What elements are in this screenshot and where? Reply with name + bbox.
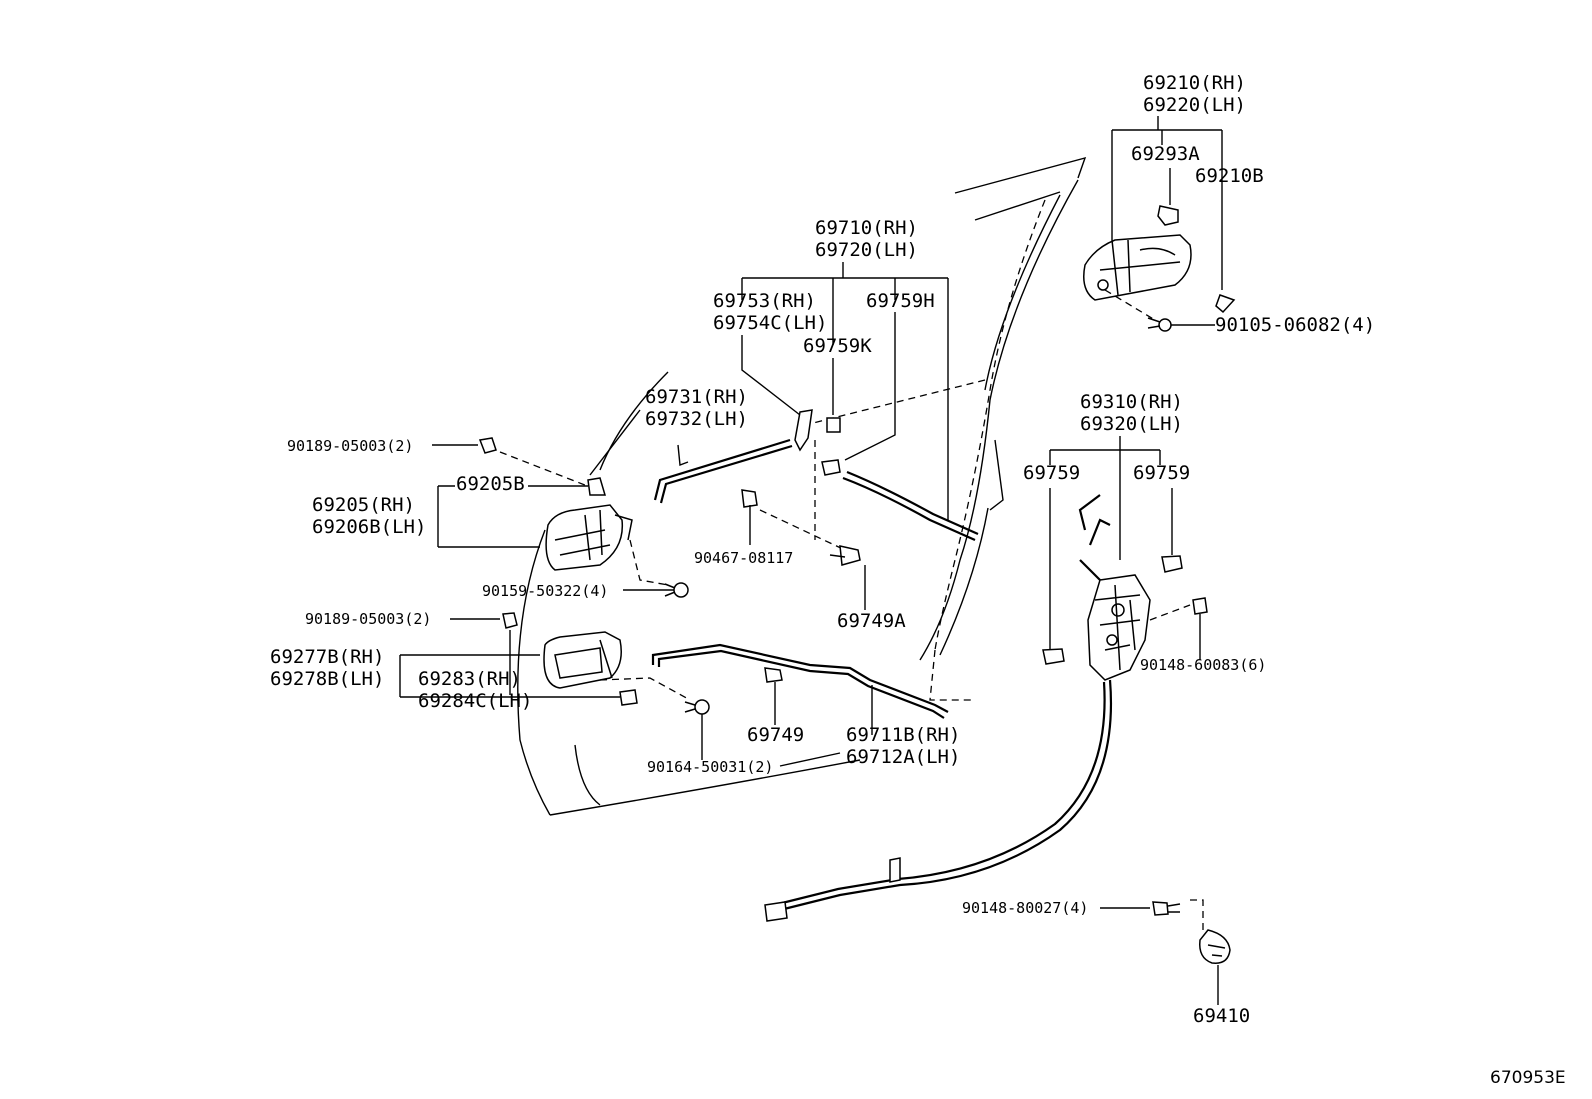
- inside-handle-69205: [545, 504, 624, 571]
- screw-90164: [694, 699, 710, 715]
- clip-69759H: [821, 459, 841, 476]
- cover-69283: [619, 689, 638, 706]
- outside-handle-69210: [1083, 234, 1192, 301]
- door-lock-assembly: 69310(RH) 69320(LH) 69759 69759 90148-60…: [764, 391, 1266, 922]
- label-90148-b: 90148-80027(4): [962, 899, 1088, 917]
- clip-90467: [741, 489, 758, 508]
- label-69759H: 69759H: [866, 290, 935, 312]
- label-69759K: 69759K: [803, 335, 872, 357]
- clip-90189-b: [502, 612, 518, 629]
- pad-69210B: [1215, 294, 1236, 314]
- pin-69205B: [587, 477, 607, 496]
- label-69320: 69320(LH): [1080, 413, 1183, 435]
- label-69731: 69731(RH): [645, 386, 748, 408]
- clip-69759-a: [1042, 648, 1065, 665]
- screw-90148-a: [1192, 597, 1208, 615]
- label-69283: 69283(RH): [418, 668, 521, 690]
- label-69206B: 69206B(LH): [312, 516, 426, 538]
- bolt-90105: [1158, 318, 1172, 332]
- outside-handle-assembly: 69210(RH) 69220(LH) 69293A 69210B 90105-…: [1083, 72, 1375, 336]
- label-69210: 69210(RH): [1143, 72, 1246, 94]
- label-69759-a: 69759: [1023, 462, 1080, 484]
- inside-handle-assembly: 90189-05003(2) 69205B 69205(RH) 69206B(L…: [287, 437, 689, 600]
- label-69205B: 69205B: [456, 473, 525, 495]
- label-90105: 90105-06082(4): [1215, 314, 1375, 336]
- clip-69293A: [1157, 205, 1179, 226]
- clips-middle: 90467-08117 69749A: [694, 489, 906, 632]
- label-69277B: 69277B(RH): [270, 646, 384, 668]
- label-69220: 69220(LH): [1143, 94, 1246, 116]
- label-90189-b: 90189-05003(2): [305, 610, 431, 628]
- label-69205: 69205(RH): [312, 494, 415, 516]
- label-69293A: 69293A: [1131, 143, 1200, 165]
- label-69732: 69732(LH): [645, 408, 748, 430]
- clip-69749A: [839, 545, 861, 566]
- inside-bezel-assembly: 90189-05003(2) 69277B(RH) 69278B(LH) 692…: [270, 610, 841, 776]
- door-frame-outline: [517, 156, 1087, 816]
- label-90467: 90467-08117: [694, 549, 793, 567]
- clip-69759K: [826, 417, 841, 433]
- label-90164: 90164-50031(2): [647, 758, 773, 776]
- label-90148-a: 90148-60083(6): [1140, 656, 1266, 674]
- clip-69749: [764, 667, 783, 683]
- label-69749: 69749: [747, 724, 804, 746]
- clip-69753: [794, 409, 813, 452]
- label-90159: 90159-50322(4): [482, 582, 608, 600]
- label-69210B: 69210B: [1195, 165, 1264, 187]
- cable-end: [764, 901, 788, 922]
- label-69284C: 69284C(LH): [418, 690, 532, 712]
- label-90189-a: 90189-05003(2): [287, 437, 413, 455]
- remote-control-assembly: 69710(RH) 69720(LH) 69753(RH) 69754C(LH)…: [713, 217, 979, 542]
- door-lock-69310: [1087, 574, 1151, 681]
- label-69278B: 69278B(LH): [270, 668, 384, 690]
- label-69710: 69710(RH): [815, 217, 918, 239]
- screw-90159: [673, 582, 689, 598]
- label-69749A: 69749A: [837, 610, 906, 632]
- label-69754C: 69754C(LH): [713, 312, 827, 334]
- lock-rod-69731: 69731(RH) 69732(LH): [589, 386, 816, 540]
- label-69712A: 69712A(LH): [846, 746, 960, 768]
- label-69310: 69310(RH): [1080, 391, 1183, 413]
- lock-rod-69711B: 69749 69711B(RH) 69712A(LH): [651, 643, 960, 768]
- clip-69759-b: [1161, 555, 1183, 573]
- label-69410: 69410: [1193, 1005, 1250, 1027]
- screw-90148-b: [1152, 901, 1169, 916]
- label-69711B: 69711B(RH): [846, 724, 960, 746]
- label-69759-b: 69759: [1133, 462, 1190, 484]
- label-69720: 69720(LH): [815, 239, 918, 261]
- striker-assembly: 90148-80027(4) 69410: [962, 899, 1250, 1027]
- label-69753: 69753(RH): [713, 290, 816, 312]
- reference-code: 670953E: [1490, 1068, 1566, 1088]
- clip-90189-a: [478, 437, 497, 454]
